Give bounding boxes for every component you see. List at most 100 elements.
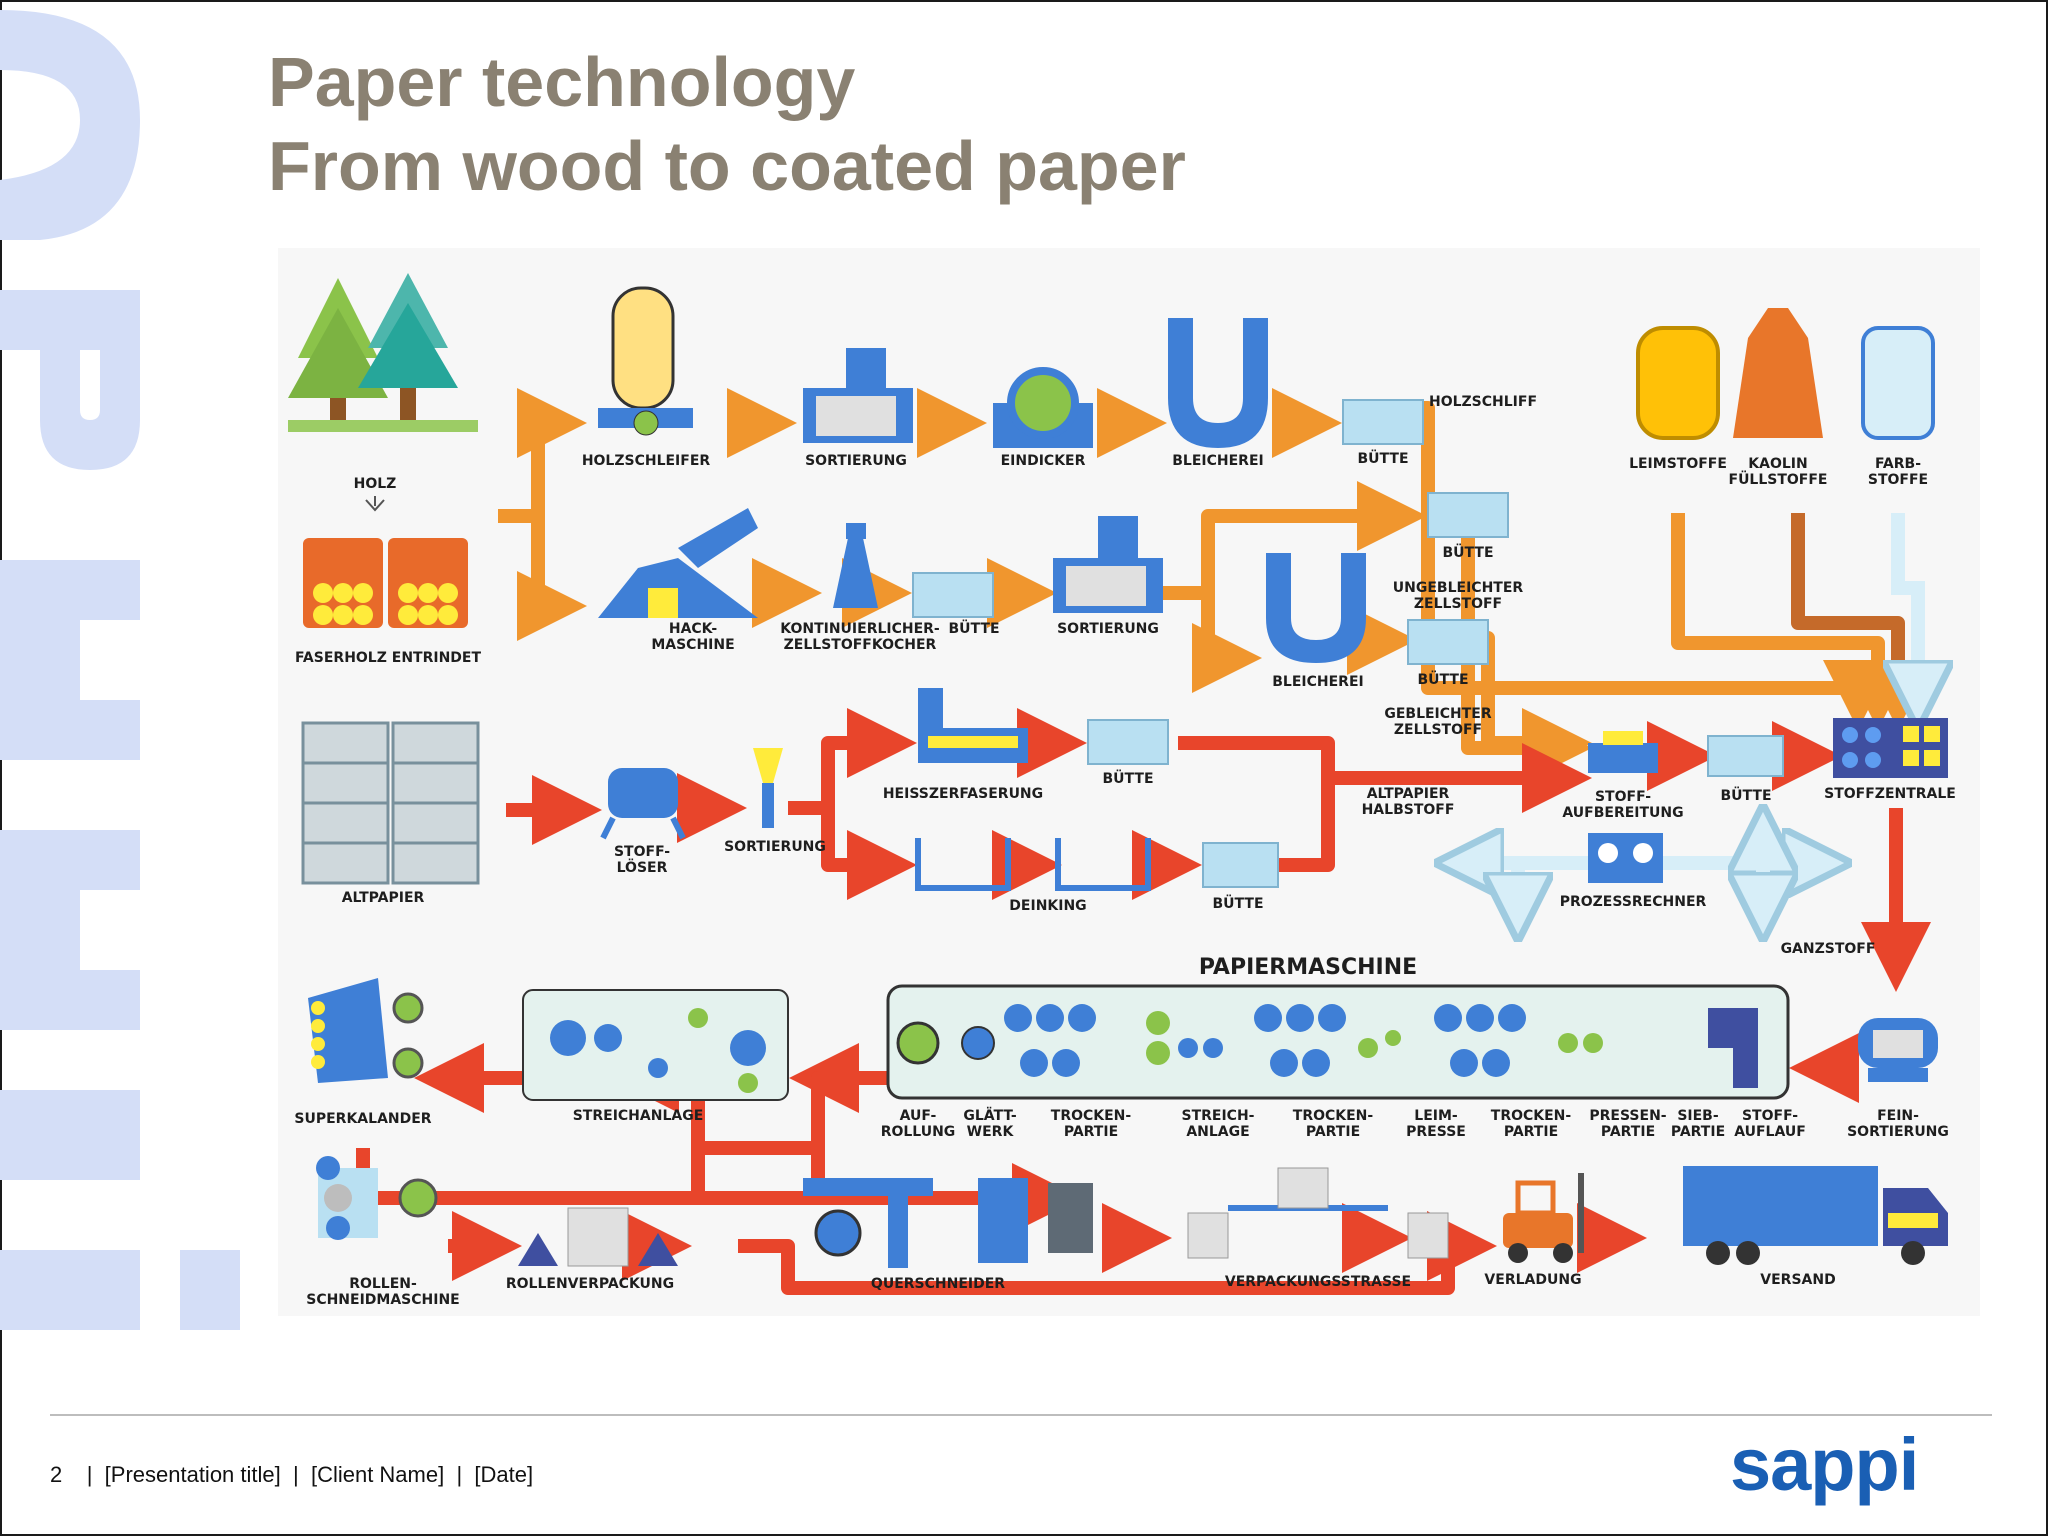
label-streichanlage-1: STREICHANLAGE [573, 1108, 704, 1124]
footer: 2 | [Presentation title] | [Client Name]… [50, 1462, 533, 1488]
down-arrow-icon [365, 496, 385, 512]
label-stoffauflauf-2: AUFLAUF [1734, 1124, 1806, 1140]
label-stoffloser-1: STOFF- [614, 844, 670, 860]
label-sortierung-1: SORTIERUNG [805, 453, 907, 469]
label-butte-2: BÜTTE [948, 619, 999, 637]
footer-separator: | [86, 1462, 93, 1487]
label-eindicker: EINDICKER [1001, 453, 1086, 469]
butte-tank-icon [912, 572, 994, 618]
label-aufrollung-2: ROLLUNG [881, 1124, 956, 1140]
footer-separator: | [456, 1462, 463, 1487]
label-glattwerk-1: GLÄTT- [963, 1107, 1017, 1124]
label-versand: VERSAND [1760, 1272, 1835, 1288]
sortierung-machine-icon [1053, 516, 1163, 613]
label-stoffe: STOFFE [1868, 472, 1928, 488]
label-butte-6: BÜTTE [1720, 786, 1771, 804]
label-butte-5: BÜTTE [1102, 769, 1153, 787]
label-sortierung-2: SORTIERUNG [1057, 621, 1159, 637]
label-feinsortierung-1: FEIN- [1877, 1108, 1919, 1124]
label-sortierung-3: SORTIERUNG [724, 839, 826, 855]
label-feinsortierung-2: SORTIERUNG [1847, 1124, 1949, 1140]
label-streichanlage-2a: STREICH- [1182, 1108, 1255, 1124]
label-stoffloser-2: LÖSER [617, 858, 668, 876]
heisszerfaserung-icon [918, 688, 1028, 763]
butte-tank-icon [1427, 492, 1509, 538]
title-line-1: Paper technology [268, 43, 856, 121]
label-faserholz: FASERHOLZ ENTRINDET [295, 650, 482, 666]
label-altpapier-halbstoff-1: ALTPAPIER [1367, 786, 1450, 802]
zellstoffkocher-icon [833, 523, 878, 608]
sappi-watermark [0, 0, 250, 1340]
butte-tank-icon [1707, 735, 1784, 777]
label-stoff-aufbereitung-1: STOFF- [1595, 789, 1651, 805]
truck-icon [1683, 1166, 1948, 1265]
streichanlage-icon [522, 989, 789, 1101]
hackmaschine-icon [598, 508, 758, 618]
bleicherei-u-tank-icon [1168, 318, 1268, 448]
label-butte-3: BÜTTE [1442, 543, 1493, 561]
label-rollenverpackung: ROLLENVERPACKUNG [506, 1276, 674, 1292]
rollenschneidmaschine-icon [316, 1156, 438, 1240]
butte-tank-icon [1202, 842, 1279, 888]
footer-date: [Date] [474, 1462, 534, 1487]
trees-icon [288, 273, 478, 432]
label-trockenpartie-3a: TROCKEN- [1491, 1108, 1572, 1124]
presentation-title: [Presentation title] [104, 1462, 281, 1487]
label-stoffauflauf-1: STOFF- [1742, 1108, 1798, 1124]
stoffzentrale-icon [1833, 718, 1948, 778]
footer-separator: | [293, 1462, 299, 1487]
label-verladung: VERLADUNG [1484, 1272, 1581, 1288]
label-heisszerfaserung: HEISSZERFASERUNG [883, 786, 1043, 802]
label-rollenschneidmaschine-2: SCHNEIDMASCHINE [306, 1292, 460, 1308]
logs-icon [303, 538, 468, 628]
holzschleifer-icon [598, 286, 693, 436]
label-zellstoffkocher: ZELLSTOFFKOCHER [784, 637, 937, 653]
label-butte-1: BÜTTE [1357, 449, 1408, 467]
label-superkalander: SUPERKALANDER [294, 1111, 431, 1127]
label-butte-4: BÜTTE [1417, 670, 1468, 688]
verpackungsstrasse-icon [1187, 1167, 1449, 1259]
label-gebleichter: GEBLEICHTER [1384, 706, 1492, 722]
label-leimpresse-1: LEIM- [1414, 1108, 1458, 1124]
sortierung-funnel-icon [753, 748, 783, 828]
deinking-tanks-icon [915, 838, 1151, 891]
label-maschine: MASCHINE [651, 637, 734, 653]
label-zellstoff-1: ZELLSTOFF [1414, 596, 1502, 612]
label-deinking: DEINKING [1009, 898, 1086, 914]
label-hack: HACK- [669, 621, 717, 637]
label-fullstoffe: FÜLLSTOFFE [1729, 470, 1828, 488]
label-holz: HOLZ [354, 476, 397, 492]
superkalander-icon [308, 978, 424, 1083]
label-farb: FARB- [1875, 456, 1921, 472]
altpapier-stacks-icon [301, 721, 480, 885]
label-pressenpartie-2: PARTIE [1601, 1124, 1655, 1140]
label-bleicherei-2: BLEICHEREI [1272, 674, 1363, 690]
slide-title: Paper technology From wood to coated pap… [268, 40, 1186, 208]
stoffaufbereitung-icon [1588, 731, 1658, 773]
footer-divider [50, 1414, 1992, 1416]
additives-icons [1636, 308, 1935, 440]
label-butte-7: BÜTTE [1212, 894, 1263, 912]
feinsortierung-icon [1858, 1018, 1938, 1082]
label-trockenpartie-1b: PARTIE [1064, 1124, 1118, 1140]
label-prozessrechner: PROZESSRECHNER [1560, 894, 1707, 910]
farbstoffe-flow [1898, 513, 1918, 716]
label-kaolin: KAOLIN [1748, 456, 1807, 472]
butte-tank-icon [1342, 399, 1424, 445]
sortierung-machine-icon [803, 348, 913, 443]
label-papiermaschine: PAPIERMASCHINE [1199, 955, 1417, 980]
label-altpapier: ALTPAPIER [342, 890, 425, 906]
sappi-logo: sappi [1730, 1423, 1919, 1506]
label-trockenpartie-2a: TROCKEN- [1293, 1108, 1374, 1124]
label-aufrollung-1: AUF- [900, 1108, 937, 1124]
forklift-icon [1503, 1173, 1584, 1263]
label-ganzstoff: GANZSTOFF [1781, 941, 1876, 957]
page-number: 2 [50, 1462, 63, 1487]
label-streichanlage-2b: ANLAGE [1186, 1124, 1249, 1140]
title-line-2: From wood to coated paper [268, 127, 1186, 205]
butte-tank-icon [1407, 619, 1489, 665]
label-kontinuierlicher: KONTINUIERLICHER- [780, 621, 940, 637]
paper-process-diagram: HOLZ FASERHOLZ ENTRINDET HOLZSCHLEIFER S… [278, 248, 1980, 1316]
label-bleicherei-1: BLEICHEREI [1172, 453, 1263, 469]
label-holzschleifer: HOLZSCHLEIFER [582, 453, 711, 469]
